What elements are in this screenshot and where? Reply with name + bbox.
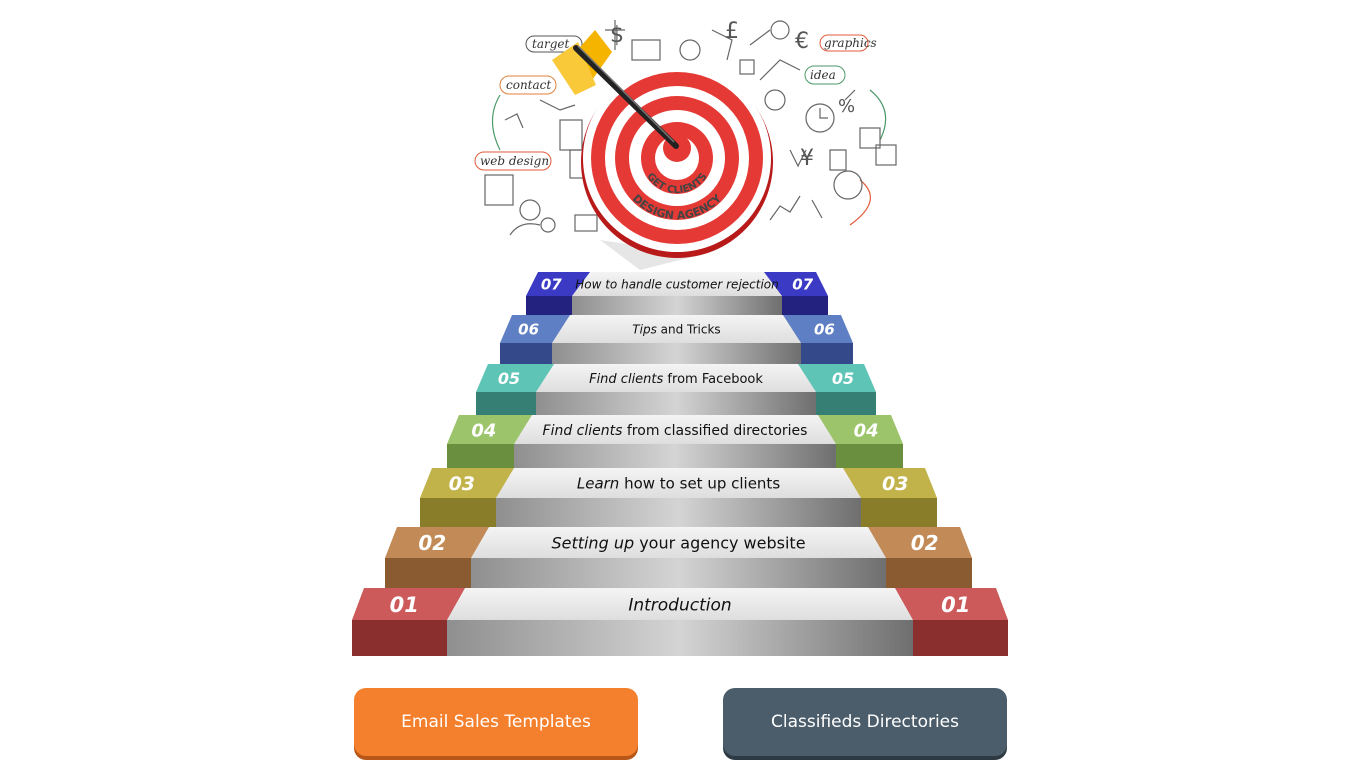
step-cap-left-top (476, 364, 554, 392)
step-cap-right-front (816, 392, 876, 415)
step-cap-left-top (526, 272, 590, 296)
step-06: 06 06 Tips and Tricks (500, 315, 853, 364)
step-cap-right-top (818, 415, 903, 444)
step-number-left: 05 (498, 369, 520, 388)
target-shadow (600, 240, 700, 270)
step-cap-right-front (801, 343, 853, 364)
step-01: 01 01 Introduction (352, 588, 1008, 656)
step-tread (471, 527, 886, 558)
step-tread (536, 364, 816, 392)
step-cap-right-front (886, 558, 972, 588)
step-cap-left-front (420, 498, 496, 527)
step-02: 02 02 Setting up your agency website (385, 527, 972, 588)
step-tread (514, 415, 836, 444)
step-cap-right-top (783, 315, 853, 343)
step-cap-left-front (385, 558, 471, 588)
step-cap-right-top (895, 588, 1008, 620)
step-cap-left-top (352, 588, 465, 620)
step-label: Learn how to set up clients (577, 475, 780, 493)
step-cap-left-front (526, 296, 572, 315)
step-cap-left-top (447, 415, 532, 444)
step-cap-right-top (868, 527, 972, 558)
step-number-right: 01 (941, 593, 970, 617)
step-cap-right-front (861, 498, 937, 527)
svg-text:$: $ (610, 23, 624, 48)
doodle-label-target: target (532, 37, 569, 51)
svg-text:%: % (838, 96, 855, 117)
hero-illustration: $ £ € ¥ % target contact web design grap… (474, 19, 897, 270)
classifieds-directories-button[interactable]: Classifieds Directories (723, 688, 1007, 756)
step-riser (496, 498, 861, 527)
step-label: Tips and Tricks (632, 323, 720, 337)
step-number-left: 03 (449, 473, 475, 495)
step-cap-left-front (352, 620, 447, 656)
step-tread (552, 315, 801, 343)
arrow-icon (552, 30, 679, 149)
step-cap-left-front (447, 444, 514, 468)
step-number-right: 07 (792, 276, 813, 294)
step-cap-right-front (836, 444, 903, 468)
step-tread (572, 272, 782, 296)
step-number-right: 06 (814, 321, 835, 339)
step-cap-left-top (385, 527, 489, 558)
email-sales-templates-button[interactable]: Email Sales Templates (354, 688, 638, 756)
step-riser (536, 392, 816, 415)
step-07: 07 07 How to handle customer rejection (526, 272, 828, 315)
step-number-right: 05 (832, 369, 854, 388)
doodle-label-web-design: web design (480, 154, 549, 168)
doodle-labels: target contact web design graphics idea (474, 34, 877, 171)
step-label: Find clients from classified directories (543, 423, 808, 439)
step-riser (471, 558, 886, 588)
step-cap-left-top (500, 315, 570, 343)
step-cap-left-top (420, 468, 514, 498)
step-cap-right-front (782, 296, 828, 315)
step-number-right: 02 (911, 531, 939, 555)
step-04: 04 04 Find clients from classified directo… (447, 415, 903, 468)
step-number-left: 04 (471, 420, 496, 441)
doodle-cloud (484, 20, 897, 236)
step-tread (496, 468, 861, 498)
doodle-label-graphics: graphics (824, 36, 877, 50)
doodle-dollar-icon: $ £ € ¥ % (610, 19, 855, 171)
doodle-label-idea: idea (810, 68, 836, 82)
step-number-left: 07 (541, 276, 562, 294)
step-cap-right-top (764, 272, 828, 296)
step-cap-left-front (476, 392, 536, 415)
step-riser (447, 620, 913, 656)
step-riser (514, 444, 836, 468)
step-number-left: 06 (518, 321, 539, 339)
svg-text:€: € (795, 29, 809, 54)
step-number-left: 01 (390, 593, 419, 617)
doodle-label-contact: contact (506, 78, 551, 92)
step-cap-left-front (500, 343, 552, 364)
step-riser (552, 343, 801, 364)
svg-text:¥: ¥ (800, 146, 814, 171)
step-number-left: 02 (418, 531, 446, 555)
step-05: 05 05 Find clients from Facebook (476, 364, 876, 415)
step-label: Setting up your agency website (551, 534, 805, 553)
step-cap-right-top (798, 364, 876, 392)
step-number-right: 03 (882, 473, 908, 495)
step-cap-right-front (913, 620, 1008, 656)
svg-text:£: £ (725, 19, 739, 44)
step-label: How to handle customer rejection (575, 278, 779, 292)
step-03: 03 03 Learn how to set up clients (420, 468, 937, 527)
step-riser (572, 296, 782, 315)
step-label: Introduction (628, 595, 731, 615)
step-label: Find clients from Facebook (589, 372, 763, 387)
step-tread (447, 588, 913, 620)
step-number-right: 04 (854, 420, 879, 441)
step-cap-right-top (843, 468, 937, 498)
